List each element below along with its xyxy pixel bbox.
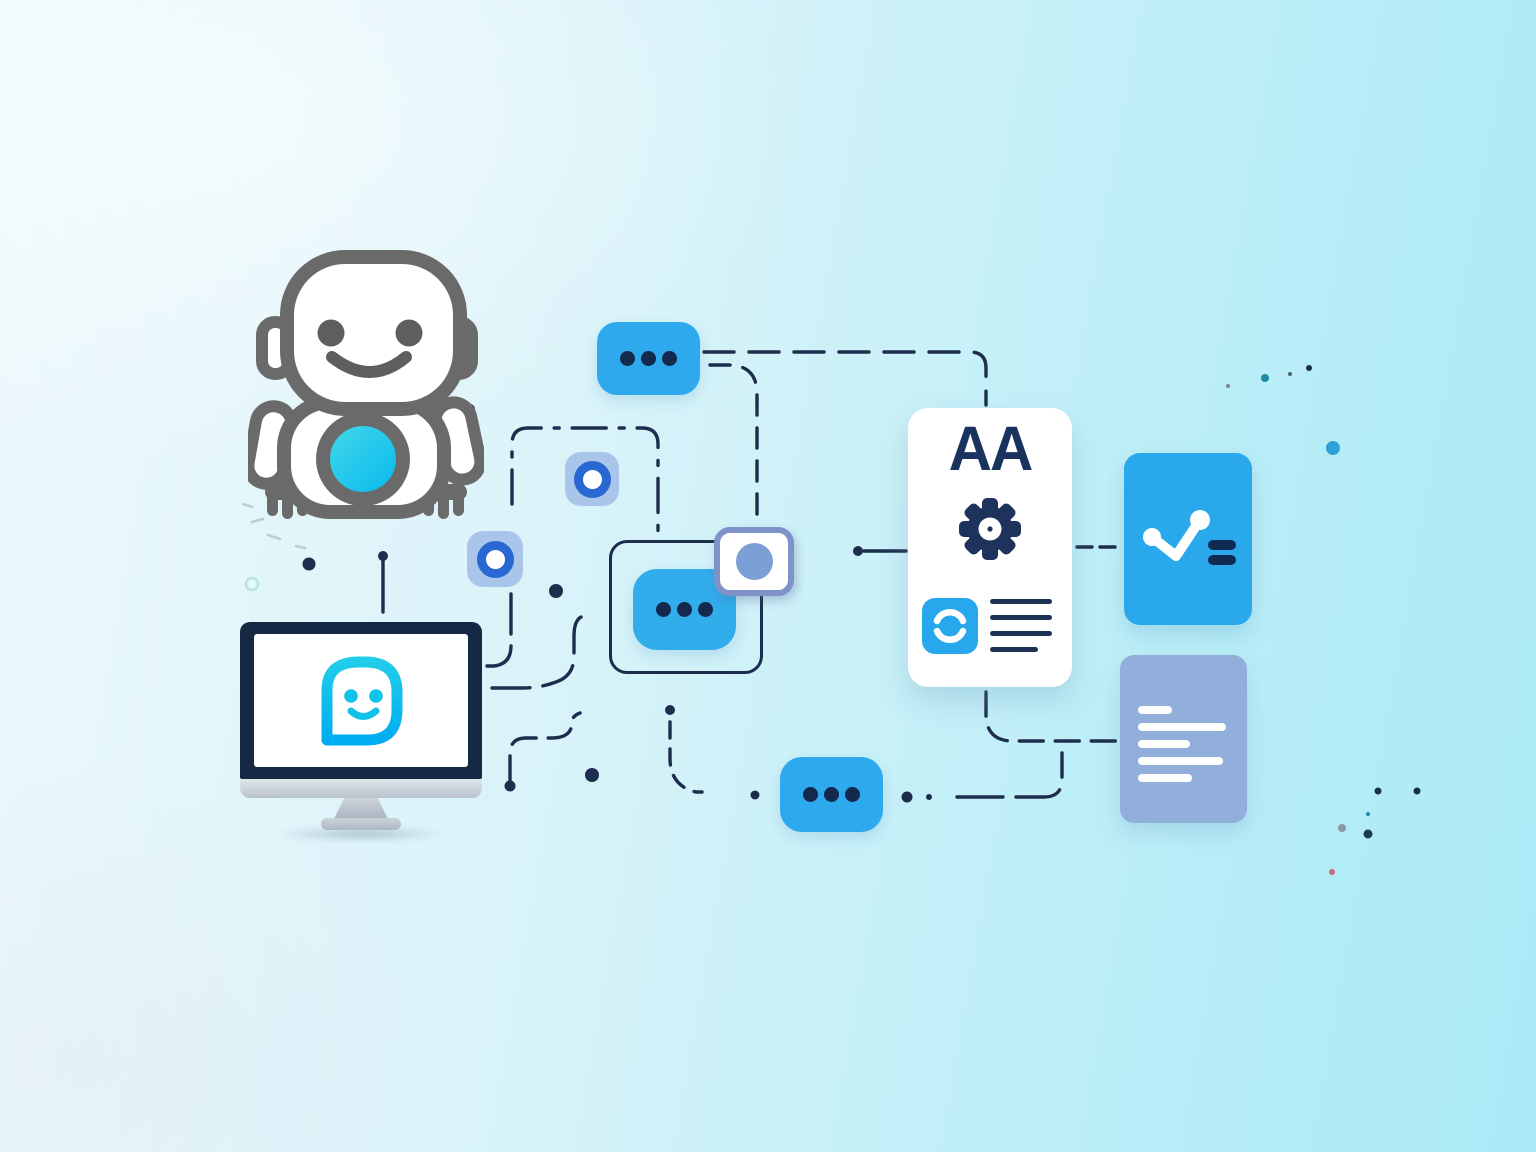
- monitor-chin: [240, 779, 482, 798]
- text-line: [1138, 706, 1172, 714]
- connector-path: [702, 350, 988, 407]
- sync-icon: [922, 598, 978, 654]
- robot-belly-light: [316, 412, 410, 506]
- robot-mascot: [248, 250, 484, 519]
- scatter-dots: [241, 365, 1421, 875]
- typing-dot: [656, 602, 671, 617]
- record-ring-icon: [467, 531, 523, 587]
- ring-glyph: [573, 460, 611, 498]
- monitor-chatbot: [240, 622, 482, 842]
- typing-dot: [620, 351, 635, 366]
- connector-path: [668, 720, 704, 794]
- record-ring-icon: [565, 452, 619, 506]
- chatbot-face-icon: [321, 656, 403, 746]
- robot-head: [280, 250, 467, 416]
- camera-icon: [714, 527, 794, 596]
- connector-path: [488, 615, 583, 690]
- connector-path: [955, 751, 1064, 799]
- monitor-shadow: [275, 826, 447, 842]
- ring-glyph: [476, 540, 514, 578]
- lens-circle: [735, 543, 773, 580]
- connector-path: [485, 592, 513, 668]
- monitor-stand: [333, 798, 389, 821]
- text-line: [1138, 723, 1226, 731]
- text-line: [1138, 757, 1223, 765]
- gear-icon: [957, 496, 1023, 567]
- process-outline-box: [609, 540, 763, 674]
- typing-dot: [845, 787, 860, 802]
- connector-path: [708, 363, 759, 524]
- document-text-lines: [990, 599, 1052, 652]
- typing-dot: [698, 602, 713, 617]
- check-equals-icon: [1143, 510, 1236, 565]
- monitor-base: [321, 818, 401, 830]
- typing-dot: [803, 787, 818, 802]
- text-card: [1120, 655, 1247, 823]
- typing-dot: [824, 787, 839, 802]
- document-card: AA: [908, 408, 1072, 687]
- document-card-heading: AA: [948, 413, 1034, 484]
- check-card: [1124, 453, 1252, 625]
- connector-path: [510, 426, 660, 540]
- typing-dot: [677, 602, 692, 617]
- connector-path: [508, 711, 582, 784]
- text-line: [1138, 774, 1192, 782]
- connector-path: [984, 690, 1120, 743]
- typing-dot: [641, 351, 656, 366]
- typing-dot: [662, 351, 677, 366]
- chat-bubble-top: [597, 322, 700, 395]
- robot-face: [317, 319, 423, 378]
- chat-bubble-bottom: [780, 757, 883, 832]
- text-line: [1138, 740, 1190, 748]
